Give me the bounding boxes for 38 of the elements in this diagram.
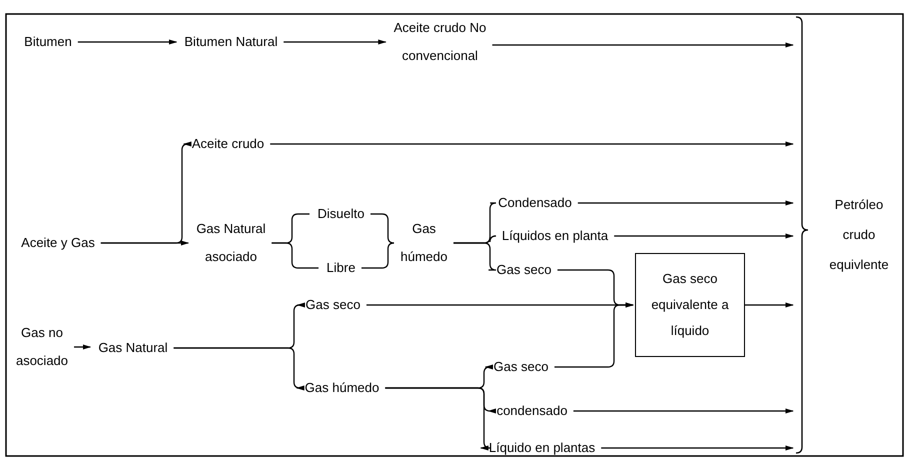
term-label: Líquido en plantas — [488, 434, 596, 462]
term-label: Gas Natural — [98, 334, 168, 362]
arrow — [601, 445, 794, 451]
brace-connector — [361, 242, 395, 269]
term-label: Gas seco — [306, 291, 360, 319]
brace-connector — [370, 213, 395, 244]
term-label: Disuelto — [318, 200, 364, 228]
brace-connector — [272, 242, 319, 269]
term-label: condensado — [496, 397, 568, 425]
term-label: Bitumen Natural — [184, 28, 278, 56]
term-label: Aceite y Gas — [21, 229, 95, 257]
term-label: Gas húmedo — [304, 374, 380, 402]
term-label: Gas seco — [496, 256, 552, 284]
term-label: Aceite crudo No convencional — [384, 14, 496, 70]
arrow — [385, 387, 491, 451]
arrow — [614, 233, 794, 239]
term-label: Libre — [326, 254, 356, 282]
arrow — [270, 141, 794, 147]
term-label: Gas seco — [494, 353, 548, 381]
arrow — [745, 302, 794, 308]
term-label: Gas Natural asociado — [190, 215, 272, 271]
result-label: Petróleo crudo equivlente — [828, 196, 890, 274]
process-box: Gas seco equivalente a líquido — [635, 253, 745, 357]
arrow — [78, 39, 178, 45]
arrow — [284, 39, 387, 45]
term-label: Bitumen — [24, 28, 72, 56]
term-label: Condensado — [498, 189, 572, 217]
arrow — [492, 42, 794, 48]
arrow — [554, 302, 634, 368]
arrow — [578, 200, 794, 206]
term-label: Líquidos en planta — [502, 222, 608, 250]
arrow — [100, 240, 190, 246]
term-label: Gas húmedo — [396, 215, 452, 271]
arrow — [573, 408, 794, 414]
term-label: Aceite crudo — [192, 130, 264, 158]
term-label: Gas no asociado — [6, 319, 78, 375]
arrow — [74, 344, 92, 350]
arrow — [174, 347, 304, 391]
